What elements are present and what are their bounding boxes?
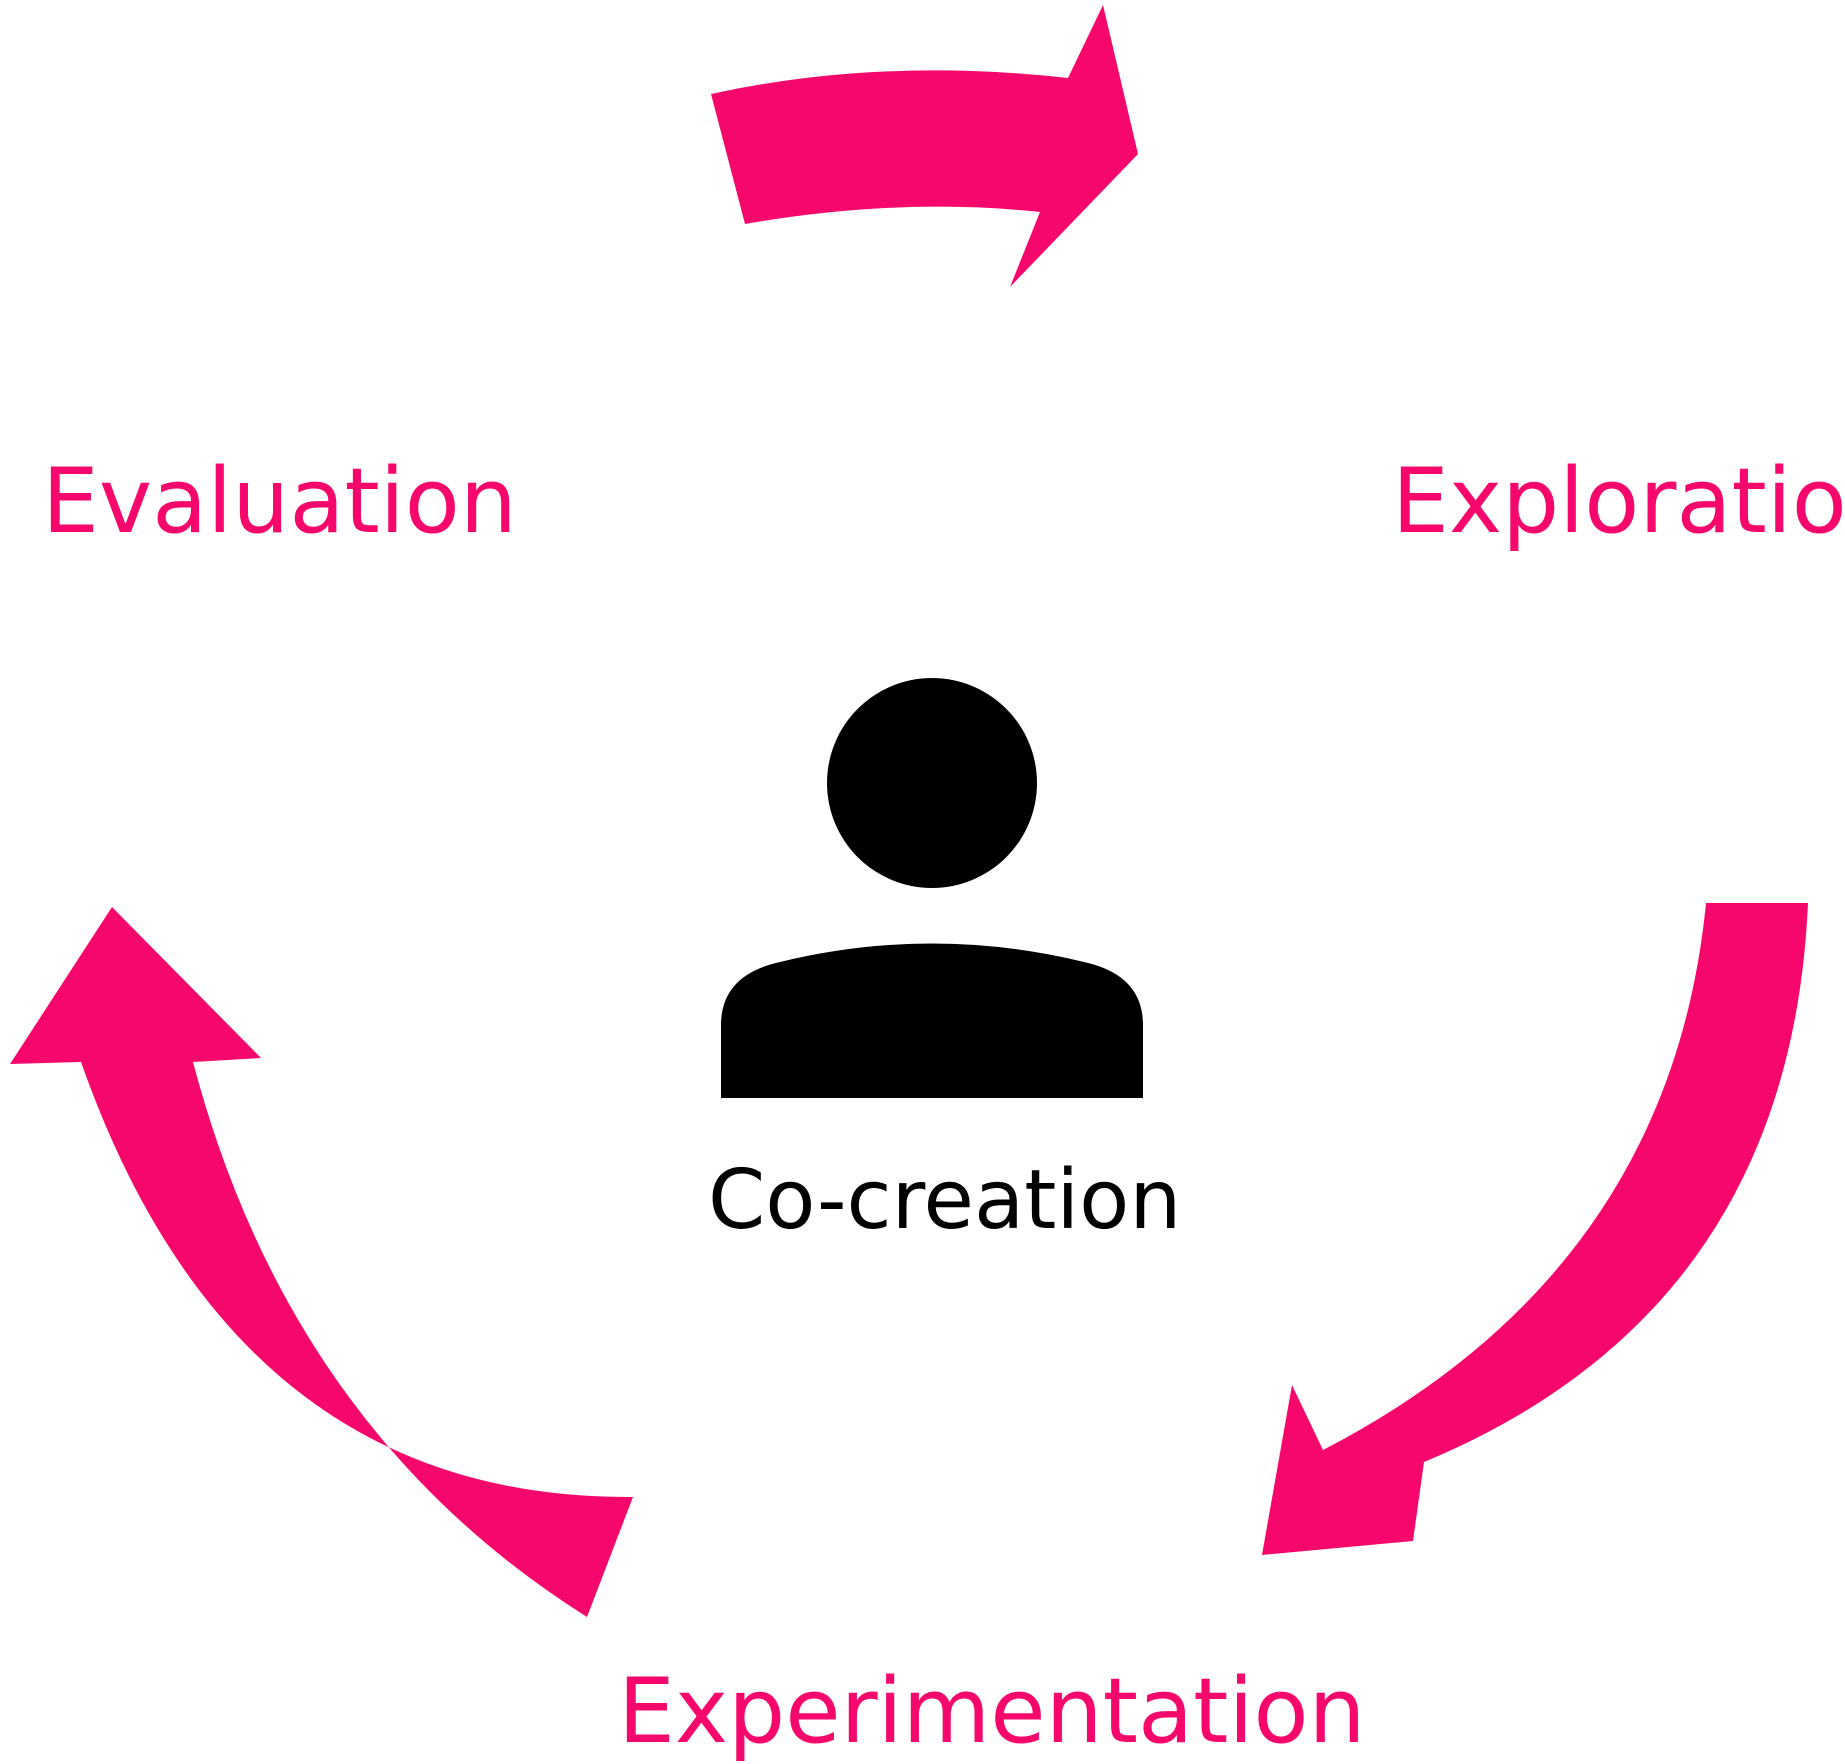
curved-arrow-icon — [1262, 903, 1808, 1555]
person-icon — [721, 678, 1143, 1098]
stage-label-experimentation: Experimentation — [618, 1659, 1366, 1764]
person-head — [827, 678, 1037, 888]
stage-label-evaluation: Evaluation — [42, 449, 517, 554]
stage-label-exploration: Exploration — [1392, 449, 1845, 554]
center-label: Co-creation — [708, 1153, 1182, 1248]
curved-arrow-icon — [10, 907, 633, 1617]
person-body — [721, 943, 1143, 1098]
curved-arrow-icon — [711, 5, 1138, 287]
